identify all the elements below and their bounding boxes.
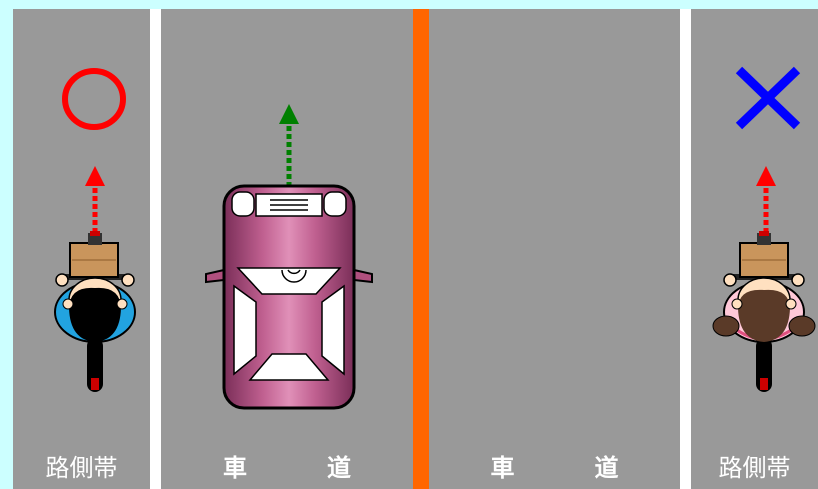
right-edge-line (680, 9, 691, 489)
car-direction-arrow (278, 104, 300, 188)
cross-mark-icon (733, 65, 803, 131)
lane-label-left-roadway: 車 道 (161, 450, 413, 486)
lane-label-right-roadway: 車 道 (429, 450, 680, 486)
car-top-view-icon (200, 184, 380, 410)
cyclist-girl-icon (712, 228, 816, 396)
lane-label-right-shoulder: 路側帯 (691, 450, 818, 486)
left-edge-line (150, 9, 161, 489)
circle-mark-icon (60, 66, 128, 132)
lane-label-left-shoulder: 路側帯 (13, 450, 150, 486)
cyclist-boy-icon (50, 228, 140, 396)
right-roadway-surface (429, 9, 680, 489)
center-line (413, 9, 429, 489)
